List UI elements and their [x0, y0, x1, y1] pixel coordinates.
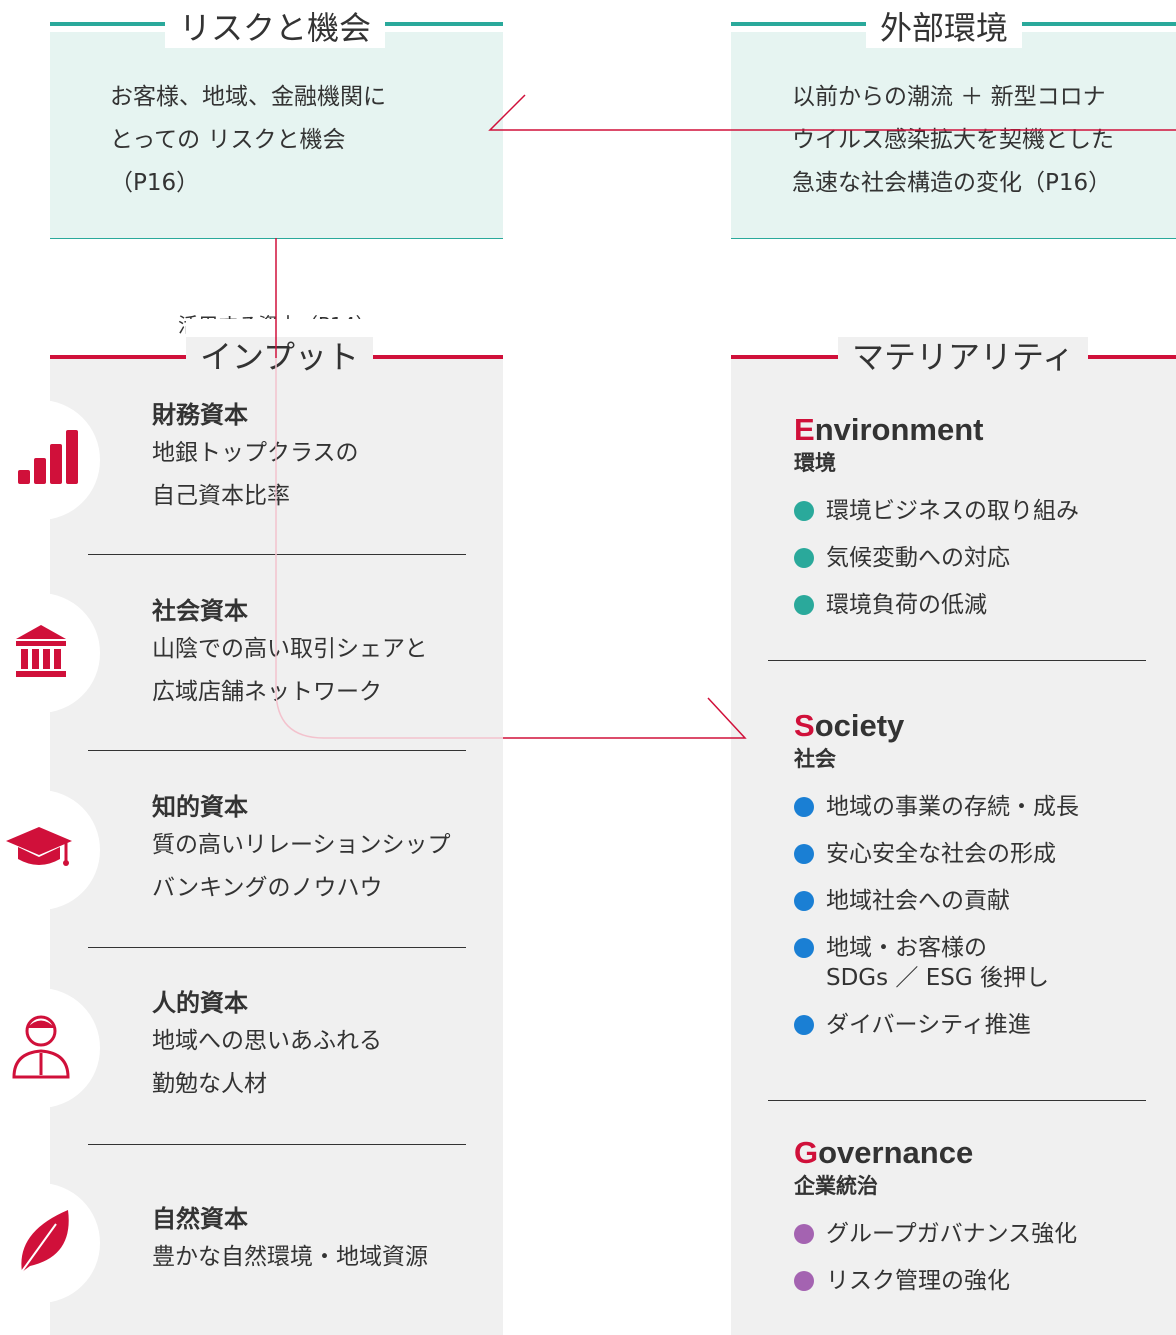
teal-dot-icon — [794, 501, 814, 521]
environment-item-2: 気候変動への対応 — [794, 543, 1154, 573]
risk-opportunity-box — [50, 32, 503, 239]
environment-subheading: 環境 — [794, 451, 836, 475]
governance-heading-initial: G — [794, 1135, 819, 1170]
capital-intellectual-line-2: バンキングのノウハウ — [152, 875, 383, 901]
input-divider-1 — [88, 554, 466, 555]
capital-human-line-2: 勤勉な人材 — [152, 1071, 267, 1097]
blue-dot-icon — [794, 938, 814, 958]
external-box-title: 外部環境 — [866, 8, 1023, 48]
capital-icon-circle-social — [0, 593, 100, 713]
blue-dot-icon — [794, 844, 814, 864]
materiality-title: マテリアリティ — [838, 337, 1089, 377]
environment-heading: Environment — [794, 412, 1154, 448]
capital-financial-line-1: 地銀トップクラスの — [152, 440, 359, 466]
input-divider-2 — [88, 750, 466, 751]
input-title: インプット — [186, 337, 374, 377]
external-box-line-1: 以前からの潮流 ＋ 新型コロナ — [792, 84, 1106, 110]
capital-human-name: 人的資本 — [152, 989, 248, 1017]
capital-natural: 自然資本 豊かな自然環境・地域資源 — [152, 1202, 428, 1279]
environment-item-1: 環境ビジネスの取り組み — [794, 496, 1154, 526]
leaf-icon — [16, 1206, 72, 1280]
materiality-divider-1 — [768, 660, 1146, 661]
capital-social-line-1: 山陰での高い取引シェアと — [152, 636, 428, 662]
capital-intellectual: 知的資本 質の高いリレーションシップ バンキングのノウハウ — [152, 790, 451, 910]
external-box-line-2: ウイルス感染拡大を契機とした — [792, 127, 1114, 153]
society-heading-rest: ociety — [814, 708, 905, 743]
capital-social-name: 社会資本 — [152, 597, 248, 625]
capital-natural-name: 自然資本 — [152, 1205, 248, 1233]
capital-icon-circle-human — [0, 988, 100, 1108]
blue-dot-icon — [794, 1015, 814, 1035]
governance-item-2: リスク管理の強化 — [794, 1266, 1154, 1296]
society-item-5: ダイバーシティ推進 — [794, 1010, 1154, 1040]
input-divider-4 — [88, 1144, 466, 1145]
capital-icon-circle-financial — [0, 400, 100, 520]
risk-box-text: お客様、地域、金融機関に とっての リスクと機会 （P16） — [110, 76, 386, 205]
teal-dot-icon — [794, 595, 814, 615]
environment-heading-initial: E — [794, 412, 815, 447]
graduation-cap-icon — [4, 823, 74, 877]
capital-intellectual-line-1: 質の高いリレーションシップ — [152, 832, 451, 858]
risk-box-line-1: お客様、地域、金融機関に — [110, 84, 386, 110]
blue-dot-icon — [794, 797, 814, 817]
input-divider-3 — [88, 947, 466, 948]
esg-society: Society 社会 地域の事業の存続・成長 安心安全な社会の形成 地域社会への… — [794, 708, 1154, 1040]
society-subheading: 社会 — [794, 747, 836, 771]
input-caption: 活用する資本（P14） — [178, 313, 376, 337]
capital-icon-circle-natural — [0, 1183, 100, 1303]
society-item-1: 地域の事業の存続・成長 — [794, 792, 1154, 822]
environment-item-3: 環境負荷の低減 — [794, 590, 1154, 620]
capital-human: 人的資本 地域への思いあふれる 勤勉な人材 — [152, 986, 382, 1106]
society-heading-initial: S — [794, 708, 815, 743]
society-item-2: 安心安全な社会の形成 — [794, 839, 1154, 869]
risk-box-title: リスクと機会 — [165, 8, 386, 48]
blue-dot-icon — [794, 891, 814, 911]
external-box-line-3: 急速な社会構造の変化（P16） — [792, 170, 1112, 196]
bank-building-icon — [14, 623, 68, 683]
external-environment-box — [731, 32, 1176, 239]
purple-dot-icon — [794, 1224, 814, 1244]
teal-dot-icon — [794, 548, 814, 568]
materiality-divider-2 — [768, 1100, 1146, 1101]
external-box-text: 以前からの潮流 ＋ 新型コロナ ウイルス感染拡大を契機とした 急速な社会構造の変… — [792, 76, 1114, 205]
risk-box-line-2: とっての リスクと機会 — [110, 127, 346, 153]
environment-heading-rest: nvironment — [814, 412, 984, 447]
person-icon — [10, 1011, 72, 1085]
bar-chart-icon — [18, 428, 78, 492]
governance-item-1: グループガバナンス強化 — [794, 1219, 1154, 1249]
materiality-title-text: マテリアリティ — [852, 338, 1075, 376]
governance-heading-rest: overnance — [818, 1135, 974, 1170]
connector-input-to-materiality — [503, 697, 747, 739]
esg-governance: Governance 企業統治 グループガバナンス強化 リスク管理の強化 — [794, 1135, 1154, 1296]
society-item-3: 地域社会への貢献 — [794, 886, 1154, 916]
purple-dot-icon — [794, 1271, 814, 1291]
capital-financial-name: 財務資本 — [152, 401, 248, 429]
capital-social: 社会資本 山陰での高い取引シェアと 広域店舗ネットワーク — [152, 594, 428, 714]
governance-subheading: 企業統治 — [794, 1174, 878, 1198]
society-item-4-line-2: SDGs ／ ESG 後押し — [826, 965, 1050, 991]
capital-social-line-2: 広域店舗ネットワーク — [152, 679, 382, 705]
governance-heading: Governance — [794, 1135, 1154, 1171]
capital-financial: 財務資本 地銀トップクラスの 自己資本比率 — [152, 398, 359, 518]
capital-human-line-1: 地域への思いあふれる — [152, 1028, 382, 1054]
esg-environment: Environment 環境 環境ビジネスの取り組み 気候変動への対応 環境負荷… — [794, 412, 1154, 620]
risk-box-line-3: （P16） — [110, 170, 200, 196]
capital-icon-circle-intellectual — [0, 790, 100, 910]
capital-natural-line-1: 豊かな自然環境・地域資源 — [152, 1244, 428, 1270]
society-heading: Society — [794, 708, 1154, 744]
capital-intellectual-name: 知的資本 — [152, 793, 248, 821]
capital-financial-line-2: 自己資本比率 — [152, 483, 290, 509]
